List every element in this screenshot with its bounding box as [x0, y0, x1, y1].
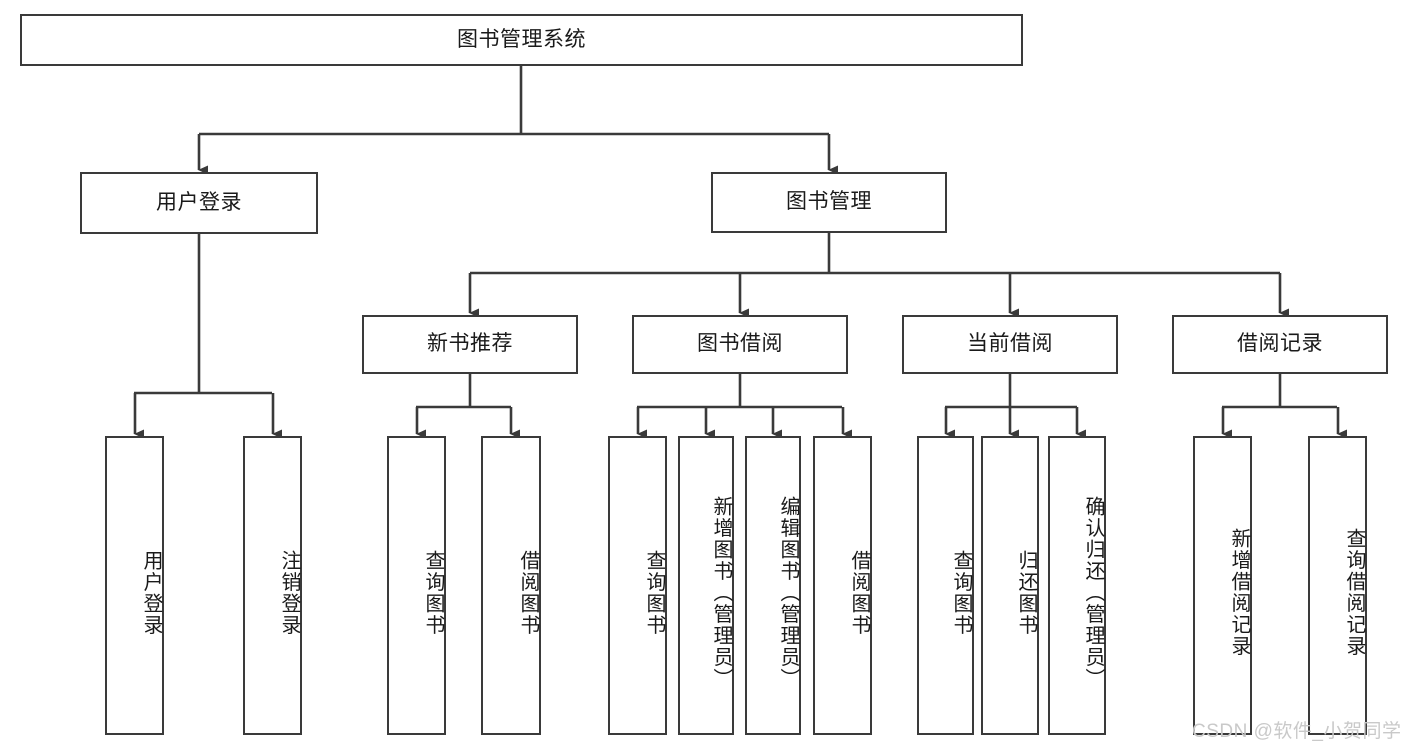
node-leaf-return-book[interactable]: 归还图书: [981, 436, 1039, 735]
node-label: 编辑图书（管理员）: [777, 495, 799, 690]
node-label: 借阅图书: [848, 549, 870, 636]
node-label: 新增图书（管理员）: [710, 495, 732, 690]
node-leaf-add-book-admin[interactable]: 新增图书（管理员）: [678, 436, 734, 735]
node-label: 当前借阅: [967, 332, 1053, 356]
node-borrow-record[interactable]: 借阅记录: [1172, 315, 1388, 374]
node-label: 查询图书: [950, 549, 972, 636]
node-root[interactable]: 图书管理系统: [20, 14, 1023, 66]
node-label: 新增借阅记录: [1228, 528, 1250, 657]
node-label: 用户登录: [140, 549, 162, 636]
watermark-label: CSDN @软件_小贺同学: [1192, 721, 1402, 742]
node-label: 借阅图书: [517, 549, 539, 636]
node-label: 查询图书: [422, 549, 444, 636]
node-leaf-confirm-return-admin[interactable]: 确认归还（管理员）: [1048, 436, 1106, 735]
node-leaf-user-login[interactable]: 用户登录: [105, 436, 164, 735]
node-current-borrow[interactable]: 当前借阅: [902, 315, 1118, 374]
node-book-borrow[interactable]: 图书借阅: [632, 315, 848, 374]
node-label: 图书管理系统: [457, 27, 586, 51]
node-label: 新书推荐: [427, 332, 513, 356]
node-leaf-query-book-3[interactable]: 查询图书: [917, 436, 974, 735]
node-label: 查询图书: [643, 549, 665, 636]
node-new-book-recommend[interactable]: 新书推荐: [362, 315, 578, 374]
node-leaf-query-book-2[interactable]: 查询图书: [608, 436, 667, 735]
node-label: 用户登录: [156, 190, 242, 214]
node-leaf-logout[interactable]: 注销登录: [243, 436, 302, 735]
node-label: 注销登录: [278, 549, 300, 636]
node-label: 归还图书: [1015, 549, 1037, 636]
node-label: 图书借阅: [697, 332, 783, 356]
node-label: 借阅记录: [1237, 332, 1323, 356]
node-label: 图书管理: [786, 190, 872, 214]
node-book-manage[interactable]: 图书管理: [711, 172, 947, 233]
node-label: 查询借阅记录: [1343, 528, 1365, 657]
node-leaf-edit-book-admin[interactable]: 编辑图书（管理员）: [745, 436, 801, 735]
node-leaf-add-record[interactable]: 新增借阅记录: [1193, 436, 1252, 735]
node-leaf-query-book-1[interactable]: 查询图书: [387, 436, 446, 735]
node-leaf-query-record[interactable]: 查询借阅记录: [1308, 436, 1367, 735]
node-leaf-borrow-book-2[interactable]: 借阅图书: [813, 436, 872, 735]
node-label: 确认归还（管理员）: [1082, 495, 1104, 690]
node-leaf-borrow-book-1[interactable]: 借阅图书: [481, 436, 541, 735]
node-user-login[interactable]: 用户登录: [80, 172, 318, 234]
